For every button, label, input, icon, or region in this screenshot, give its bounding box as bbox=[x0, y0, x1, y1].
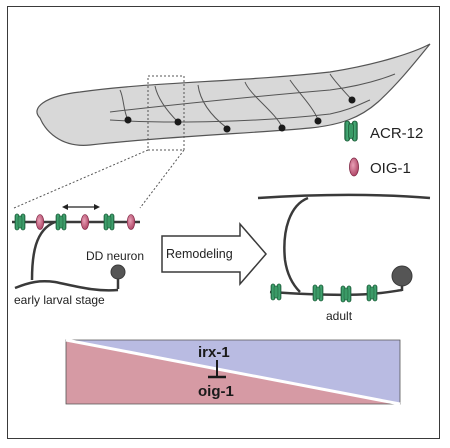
oig-1-protein bbox=[126, 214, 136, 230]
adult-label: adult bbox=[326, 309, 353, 323]
legend: ACR-12 OIG-1 bbox=[344, 120, 423, 177]
figure-frame bbox=[7, 6, 440, 439]
dorsal-cord bbox=[257, 193, 431, 200]
early-larval-stage-label: early larval stage bbox=[14, 293, 105, 307]
commissure bbox=[289, 79, 319, 121]
dd-soma bbox=[110, 264, 126, 280]
oig-1-label: oig-1 bbox=[198, 383, 234, 400]
commissure bbox=[283, 196, 309, 293]
acr-12-receptor bbox=[366, 284, 378, 302]
dd-cell-body bbox=[314, 117, 322, 125]
commissure bbox=[197, 84, 228, 129]
acr-12-receptor bbox=[270, 283, 282, 301]
ventral-cord bbox=[14, 280, 119, 292]
adult-neuron bbox=[257, 193, 431, 303]
commissure bbox=[30, 220, 56, 281]
nerve-cord bbox=[109, 73, 396, 113]
worm-body bbox=[36, 43, 431, 146]
legend-acr-12-label: ACR-12 bbox=[370, 125, 423, 142]
oig-1-protein bbox=[80, 214, 90, 230]
acr-12-receptor bbox=[340, 285, 352, 303]
legend-oig-1-label: OIG-1 bbox=[370, 160, 411, 177]
dd-soma bbox=[391, 265, 413, 287]
acr-12-receptor bbox=[55, 213, 67, 231]
commissure bbox=[154, 85, 179, 123]
acr-12-receptor bbox=[14, 213, 26, 231]
remodeling-arrow bbox=[161, 221, 267, 287]
dd-cell-body bbox=[174, 118, 182, 126]
oig-1-protein-icon bbox=[349, 157, 359, 177]
dd-cell-body bbox=[124, 116, 132, 124]
dd-cell-body bbox=[223, 125, 231, 133]
early-larval-neuron bbox=[12, 204, 140, 292]
dd-cell-body bbox=[278, 124, 286, 132]
acr-12-receptor bbox=[312, 284, 324, 302]
zoom-box bbox=[147, 75, 185, 151]
commissure bbox=[244, 81, 283, 128]
acr-12-receptor-icon bbox=[344, 120, 358, 142]
oig-1-protein bbox=[35, 214, 45, 230]
dd-cell-body bbox=[348, 96, 356, 104]
zoom-line-left bbox=[13, 149, 149, 209]
ventral-cord bbox=[269, 288, 403, 297]
remodeling-label: Remodeling bbox=[166, 247, 233, 261]
dd-neuron-label: DD neuron bbox=[86, 249, 144, 263]
expression-gradient bbox=[65, 338, 401, 406]
irx-1-label: irx-1 bbox=[198, 344, 230, 361]
zoom-line-right bbox=[139, 149, 185, 209]
acr-12-receptor bbox=[103, 213, 115, 231]
